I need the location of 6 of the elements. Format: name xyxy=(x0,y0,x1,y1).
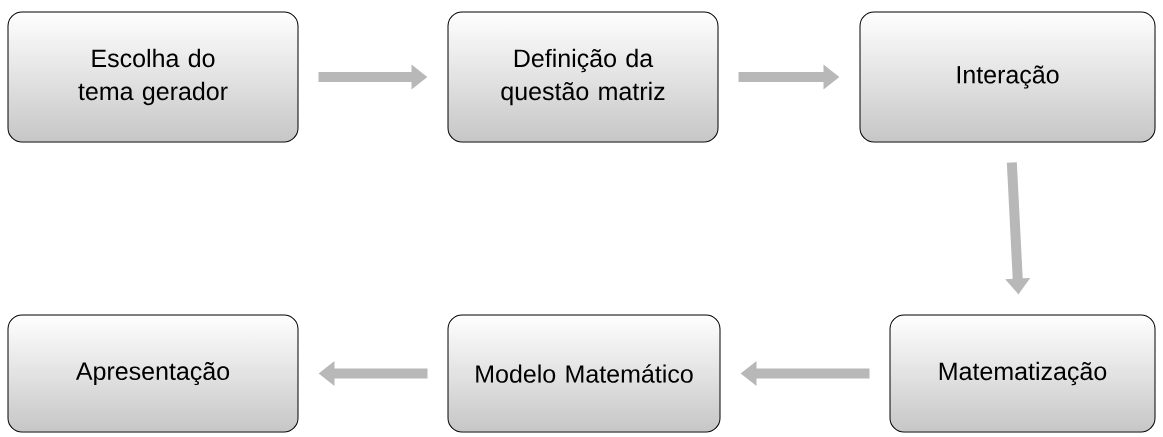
process-box: Apresentação xyxy=(7,314,299,433)
process-box: Matematização xyxy=(889,314,1156,433)
process-box: Modelo Matemático xyxy=(447,314,721,433)
process-box: Escolha do tema gerador xyxy=(7,11,299,143)
process-box: Interação xyxy=(859,11,1156,143)
process-box: Definição da questão matriz xyxy=(447,11,719,143)
